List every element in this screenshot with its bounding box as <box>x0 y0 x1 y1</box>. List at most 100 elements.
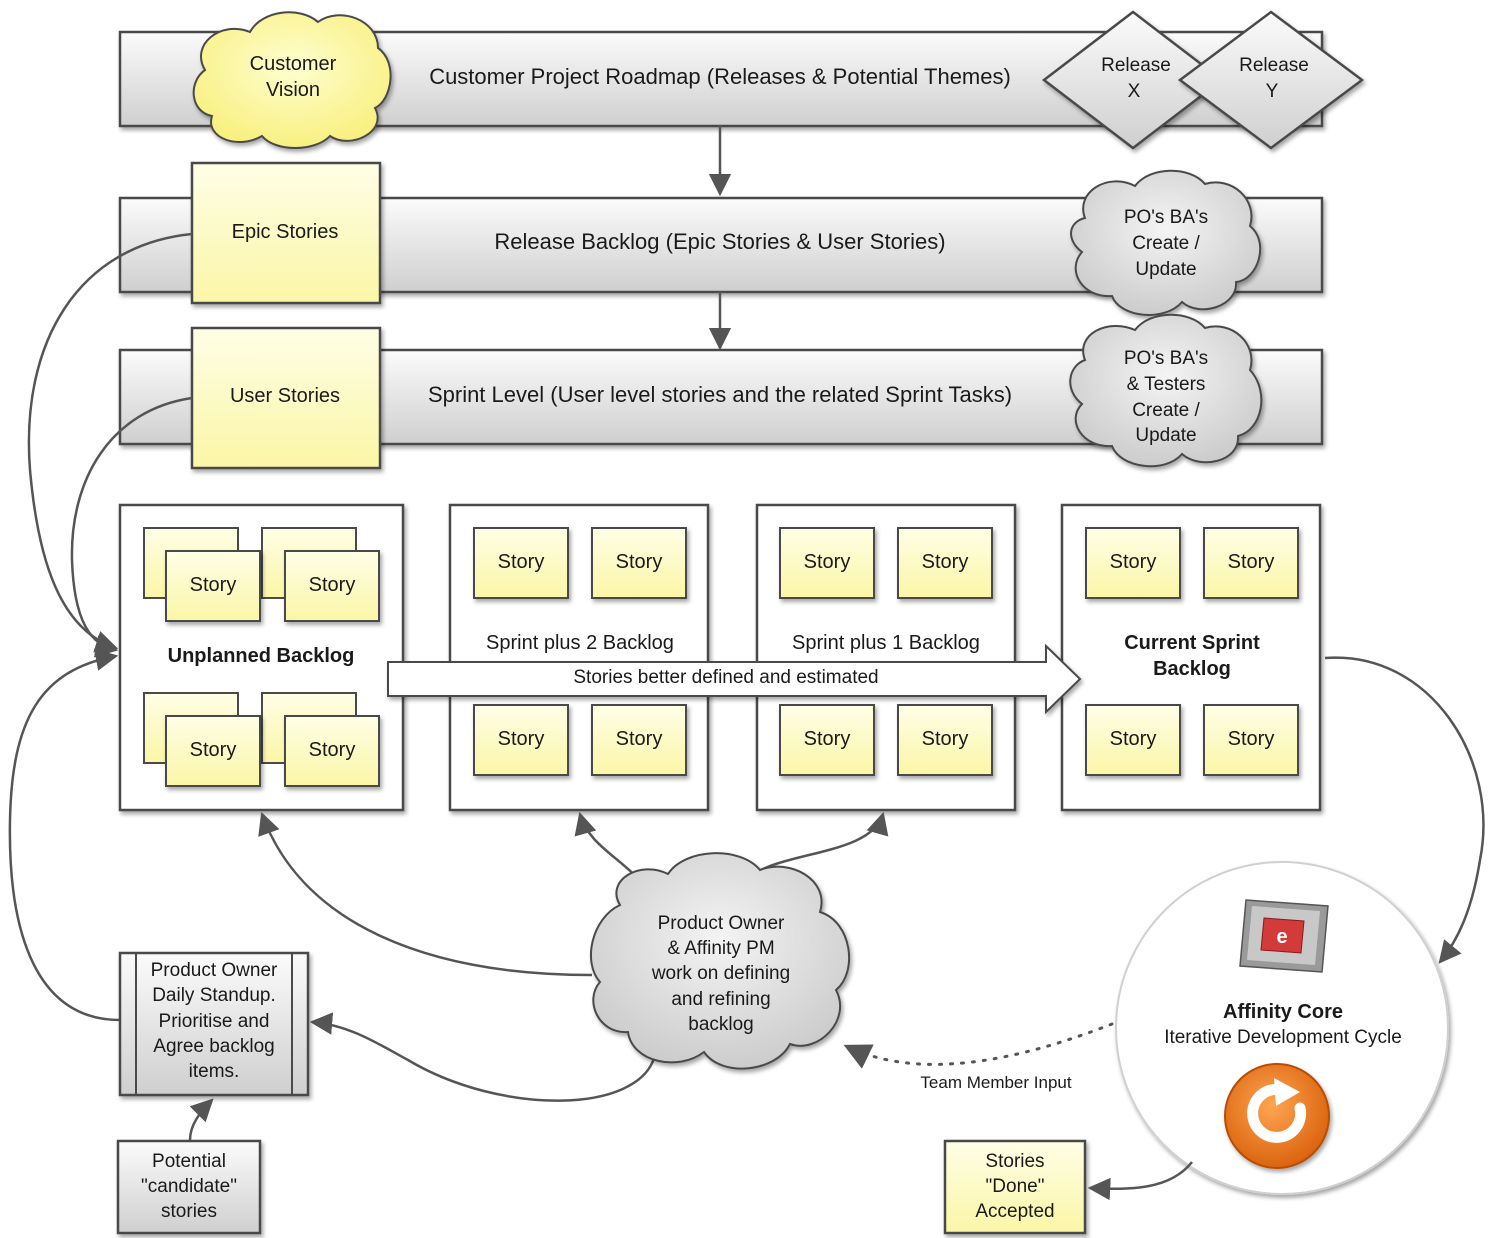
roadmap-title: Customer Project Roadmap (Releases & Pot… <box>429 64 1011 89</box>
story-card: Story <box>779 527 875 599</box>
user-stories-label: User Stories <box>230 385 340 407</box>
po-cloud-line2: & Affinity PM <box>667 938 774 959</box>
candidate-line1: Potential <box>152 1151 226 1172</box>
affinity-core-subtitle: Iterative Development Cycle <box>1164 1027 1402 1048</box>
story-card: Story <box>165 550 261 622</box>
story-card: Story <box>473 704 569 776</box>
customer-vision-line1: Customer <box>250 53 337 75</box>
epic-stories-label: Epic Stories <box>232 221 339 243</box>
release-backlog-title: Release Backlog (Epic Stories & User Sto… <box>494 229 945 254</box>
sprint1-backlog-title: Sprint plus 1 Backlog <box>792 632 980 654</box>
done-line2: "Done" <box>986 1176 1045 1197</box>
po-ba-cloud <box>1070 169 1262 316</box>
epic-stories-note <box>190 161 382 305</box>
story-label: Story <box>1110 728 1157 750</box>
candidate-stories-box <box>116 1139 262 1235</box>
release-x-line2: X <box>1128 81 1141 102</box>
arrow-po-to-standup <box>309 1012 657 1102</box>
po-cloud-line3: work on defining <box>651 963 790 984</box>
arrow-user-to-unplanned <box>70 396 193 658</box>
story-label: Story <box>190 739 237 761</box>
po-ba-testers-line3: Create / <box>1132 400 1200 421</box>
story-label: Story <box>1228 551 1275 573</box>
release-x-line1: Release <box>1101 55 1171 76</box>
po-cloud-line5: backlog <box>688 1014 754 1035</box>
arrow-current-to-core <box>1324 656 1485 964</box>
story-label: Story <box>498 728 545 750</box>
story-card: Story <box>591 704 687 776</box>
unplanned-backlog-title: Unplanned Backlog <box>168 645 355 667</box>
daily-standup-box <box>118 951 310 1097</box>
story-card: Story <box>779 704 875 776</box>
story-label: Story <box>190 574 237 596</box>
team-member-input-arrow <box>843 1022 1114 1069</box>
story-label: Story <box>922 551 969 573</box>
standup-line3: Prioritise and <box>159 1011 270 1032</box>
story-card: Story <box>165 715 261 787</box>
candidate-line3: stories <box>161 1201 217 1222</box>
po-ba-testers-line1: PO's BA's <box>1124 348 1208 369</box>
affinity-core-circle <box>1115 861 1449 1195</box>
current-sprint-title-line2: Backlog <box>1153 658 1231 680</box>
po-ba-testers-cloud <box>1069 313 1263 468</box>
story-label: Story <box>1228 728 1275 750</box>
sprint-level-title: Sprint Level (User level stories and the… <box>428 382 1012 407</box>
story-card: Story <box>1203 527 1299 599</box>
arrow-standup-to-unplanned <box>8 648 121 1022</box>
cpu-chip-icon: e <box>1239 899 1329 973</box>
po-ba-testers-line4: Update <box>1135 425 1196 446</box>
done-line1: Stories <box>985 1151 1044 1172</box>
arrow-epic-to-unplanned <box>27 232 193 653</box>
customer-vision-line2: Vision <box>266 79 320 101</box>
story-label: Story <box>1110 551 1157 573</box>
story-card: Story <box>1203 704 1299 776</box>
refresh-cycle-icon <box>1224 1063 1330 1169</box>
sprint2-backlog-title: Sprint plus 2 Backlog <box>486 632 674 654</box>
story-label: Story <box>616 551 663 573</box>
story-label: Story <box>922 728 969 750</box>
done-line3: Accepted <box>975 1201 1054 1222</box>
standup-line5: items. <box>189 1061 240 1082</box>
story-label: Story <box>616 728 663 750</box>
story-label: Story <box>309 739 356 761</box>
stories-flow-label: Stories better defined and estimated <box>573 667 878 688</box>
release-x-diamond <box>1041 10 1225 150</box>
svg-text:e: e <box>1276 926 1287 948</box>
release-y-line2: Y <box>1266 81 1279 102</box>
standup-line1: Product Owner <box>151 960 278 981</box>
release-y-diamond <box>1177 10 1365 150</box>
arrow-po-to-unplanned <box>258 811 593 977</box>
po-ba-cloud-line3: Update <box>1135 259 1196 280</box>
story-card: Story <box>1085 704 1181 776</box>
arrow-core-to-done <box>1087 1161 1193 1201</box>
candidate-line2: "candidate" <box>141 1176 237 1197</box>
standup-line4: Agree backlog <box>153 1036 274 1057</box>
po-cloud-line4: and refining <box>671 989 770 1010</box>
story-card: Story <box>284 550 380 622</box>
arrow-candidate-to-standup <box>188 1098 214 1141</box>
user-stories-note <box>190 326 382 470</box>
customer-vision-cloud <box>192 11 392 149</box>
stories-done-box <box>943 1139 1087 1235</box>
story-card: Story <box>284 715 380 787</box>
po-cloud-line1: Product Owner <box>658 913 785 934</box>
po-ba-cloud-line2: Create / <box>1132 233 1200 254</box>
stories-flow-arrow <box>387 643 1082 715</box>
story-card: Story <box>591 527 687 599</box>
story-card: Story <box>1085 527 1181 599</box>
story-card: Story <box>473 527 569 599</box>
product-owner-cloud <box>589 852 850 1070</box>
standup-line2: Daily Standup. <box>152 985 276 1006</box>
story-label: Story <box>498 551 545 573</box>
po-ba-cloud-line1: PO's BA's <box>1124 207 1208 228</box>
story-label: Story <box>309 574 356 596</box>
team-member-input-label: Team Member Input <box>920 1073 1071 1092</box>
po-ba-testers-line2: & Testers <box>1127 374 1206 395</box>
release-y-line1: Release <box>1239 55 1309 76</box>
story-label: Story <box>804 551 851 573</box>
affinity-core-title: Affinity Core <box>1223 1001 1343 1023</box>
story-label: Story <box>804 728 851 750</box>
story-card: Story <box>897 527 993 599</box>
story-card: Story <box>897 704 993 776</box>
current-sprint-title-line1: Current Sprint <box>1124 632 1260 654</box>
